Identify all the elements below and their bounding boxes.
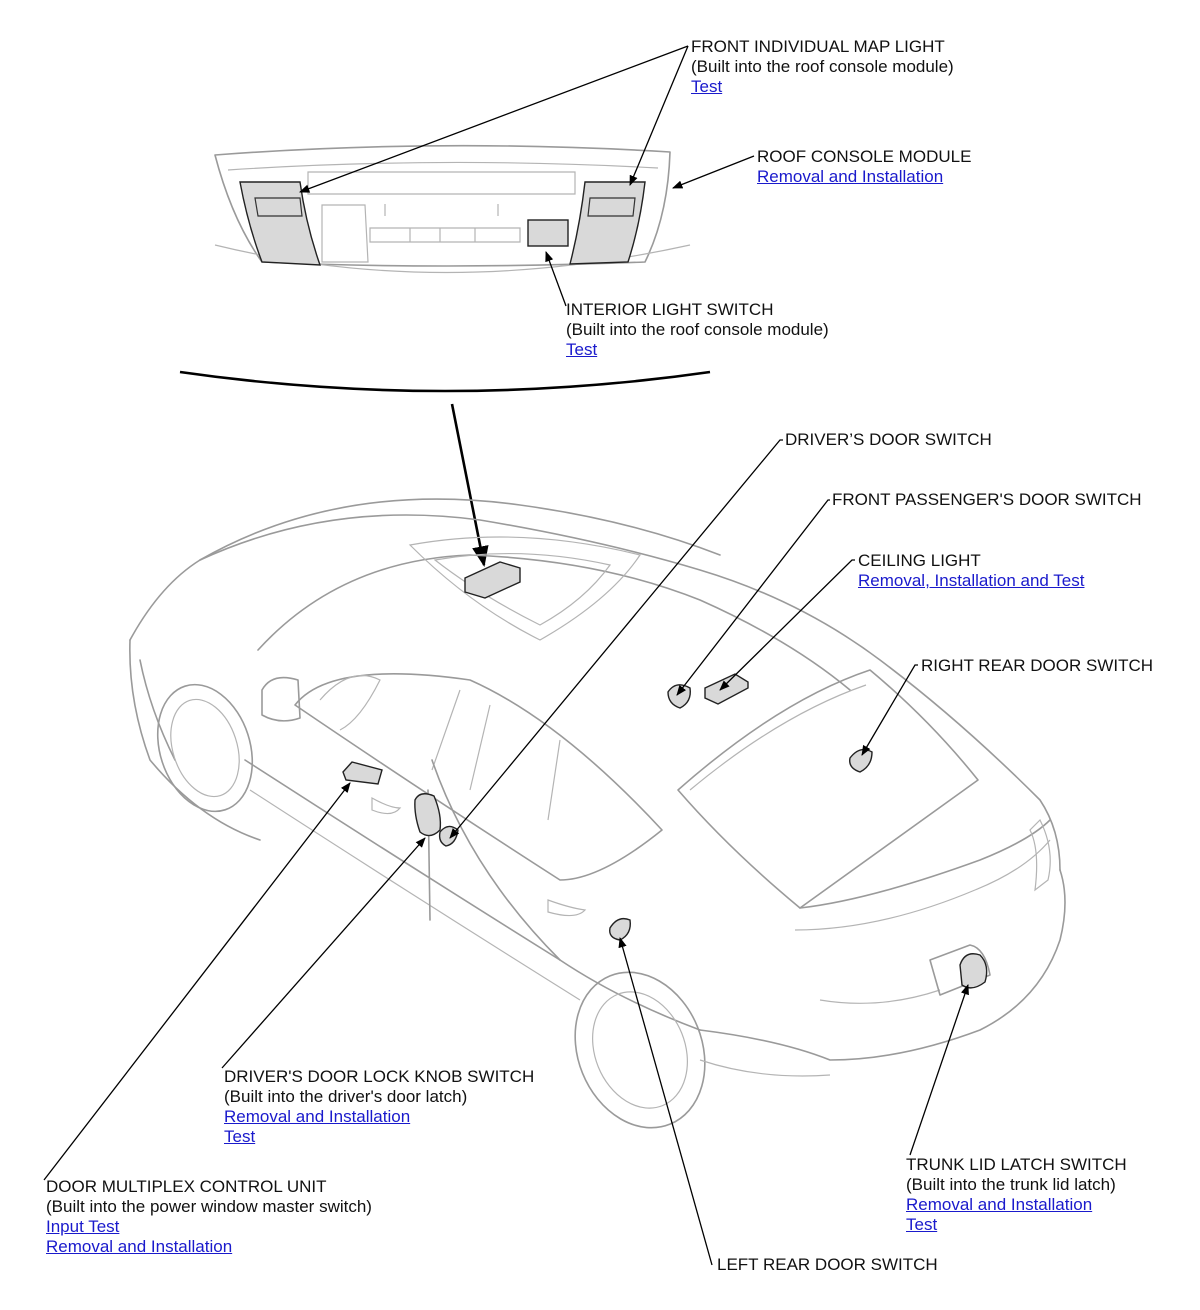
car-body-drawing (129, 498, 1066, 1129)
test-link[interactable]: Test (906, 1215, 938, 1234)
removal-and-installation-link[interactable]: Removal and Installation (46, 1237, 233, 1256)
callout-title: ROOF CONSOLE MODULE (757, 147, 972, 166)
removal-and-installation-link[interactable]: Removal and Installation (224, 1107, 411, 1126)
removal-and-installation-link[interactable]: Removal and Installation (757, 167, 944, 186)
test-link[interactable]: Test (691, 77, 723, 96)
callout-title: LEFT REAR DOOR SWITCH (717, 1255, 938, 1274)
callout-title: DRIVER’S DOOR SWITCH (785, 430, 992, 449)
ceiling-light-callout: CEILING LIGHT Removal, Installation and … (858, 551, 1084, 591)
roof-console-module-drawing (214, 144, 691, 274)
drivers-door-switch-callout: DRIVER’S DOOR SWITCH (785, 430, 992, 450)
test-link[interactable]: Test (566, 340, 598, 359)
callout-subtitle: (Built into the driver's door latch) (224, 1087, 468, 1106)
callout-subtitle: (Built into the trunk lid latch) (906, 1175, 1116, 1194)
front-individual-map-light-callout: FRONT INDIVIDUAL MAP LIGHT (Built into t… (691, 37, 954, 97)
interior-light-switch-callout: INTERIOR LIGHT SWITCH (Built into the ro… (566, 300, 829, 360)
input-test-link[interactable]: Input Test (46, 1217, 120, 1236)
ceiling-light-part (704, 673, 749, 705)
right-rear-door-switch-part (849, 748, 873, 773)
callout-subtitle: (Built into the power window master swit… (46, 1197, 372, 1216)
removal-installation-test-link[interactable]: Removal, Installation and Test (858, 571, 1085, 590)
callout-title: DOOR MULTIPLEX CONTROL UNIT (46, 1177, 327, 1196)
callout-title: FRONT INDIVIDUAL MAP LIGHT (691, 37, 945, 56)
right-rear-door-switch-callout: RIGHT REAR DOOR SWITCH (921, 656, 1153, 676)
removal-and-installation-link[interactable]: Removal and Installation (906, 1195, 1093, 1214)
door-multiplex-control-unit-callout: DOOR MULTIPLEX CONTROL UNIT (Built into … (46, 1177, 372, 1257)
callout-title: TRUNK LID LATCH SWITCH (906, 1155, 1127, 1174)
callout-title: INTERIOR LIGHT SWITCH (566, 300, 774, 319)
roof-console-on-car (464, 561, 521, 599)
callout-subtitle: (Built into the roof console module) (691, 57, 954, 76)
leader-lines (43, 45, 969, 1266)
left-rear-door-switch-callout: LEFT REAR DOOR SWITCH (717, 1255, 938, 1275)
test-link[interactable]: Test (224, 1127, 256, 1146)
right-map-light (569, 181, 646, 265)
car-components (342, 561, 988, 989)
callout-title: FRONT PASSENGER'S DOOR SWITCH (832, 490, 1142, 509)
roof-console-module-callout: ROOF CONSOLE MODULE Removal and Installa… (757, 147, 971, 187)
drivers-door-switch-part (438, 825, 459, 847)
callout-subtitle: (Built into the roof console module) (566, 320, 829, 339)
front-passenger-door-switch-part (667, 684, 691, 709)
power-window-master-switch-part (342, 761, 383, 785)
front-passenger-door-switch-callout: FRONT PASSENGER'S DOOR SWITCH (832, 490, 1142, 510)
trunk-lid-latch-part (959, 953, 988, 989)
callout-title: DRIVER'S DOOR LOCK KNOB SWITCH (224, 1067, 535, 1086)
drivers-door-latch-part (414, 793, 442, 837)
trunk-lid-latch-switch-callout: TRUNK LID LATCH SWITCH (Built into the t… (906, 1155, 1127, 1235)
callout-title: RIGHT REAR DOOR SWITCH (921, 656, 1154, 675)
drivers-door-lock-knob-switch-callout: DRIVER'S DOOR LOCK KNOB SWITCH (Built in… (224, 1067, 534, 1147)
callout-title: CEILING LIGHT (858, 551, 981, 570)
left-rear-door-switch-part (609, 917, 631, 941)
interior-light-switch-part (527, 219, 569, 247)
